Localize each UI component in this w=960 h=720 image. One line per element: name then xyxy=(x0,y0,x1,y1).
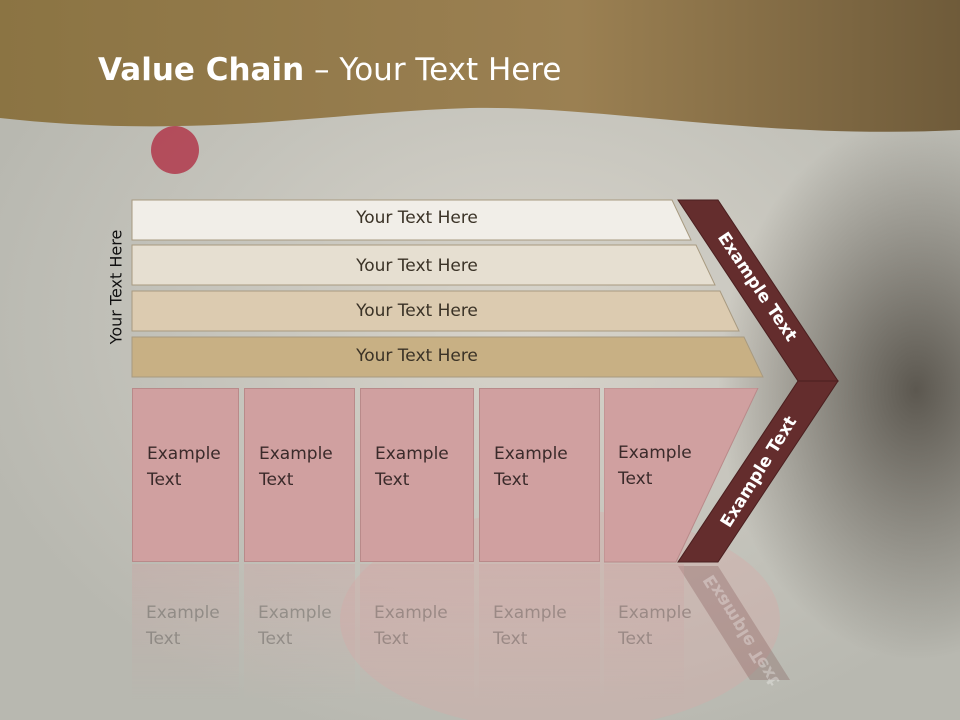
row-label-1: Your Text Here xyxy=(356,208,478,228)
column-label-2: Example Text xyxy=(259,444,333,490)
column-label-5: Example Text xyxy=(618,443,692,489)
row-bar-1 xyxy=(131,199,692,241)
column-reflection-label-3: Example Text xyxy=(374,603,448,649)
title-bold: Value Chain xyxy=(98,52,305,88)
column-box-3: Example Text xyxy=(360,388,474,562)
title-rest: – Your Text Here xyxy=(304,52,562,88)
column-reflection-2: Example Text xyxy=(244,564,355,704)
row-bar-2 xyxy=(131,244,716,286)
column-reflection-label-2: Example Text xyxy=(258,603,332,649)
page-title: Value Chain – Your Text Here xyxy=(98,52,561,88)
row-bar-4 xyxy=(131,336,764,378)
column-label-3: Example Text xyxy=(375,444,449,490)
column-box-4: Example Text xyxy=(479,388,600,562)
column-reflection-label-4: Example Text xyxy=(493,603,567,649)
arrow-lower-reflection xyxy=(678,566,790,680)
column-reflection-3: Example Text xyxy=(360,564,474,704)
column-box-1: Example Text xyxy=(132,388,239,562)
row-label-3: Your Text Here xyxy=(356,301,478,321)
row-label-4: Your Text Here xyxy=(356,346,478,366)
side-label: Your Text Here xyxy=(106,229,126,345)
column-reflection-label-5: Example Text xyxy=(618,603,692,649)
column-box-2: Example Text xyxy=(244,388,355,562)
row-bar-3 xyxy=(131,290,740,332)
column-reflection-5: Example Text xyxy=(604,564,692,704)
arrow-lower xyxy=(677,380,839,563)
column-reflection-4: Example Text xyxy=(479,564,600,704)
column-label-1: Example Text xyxy=(147,444,221,490)
column-box-5-shape xyxy=(604,388,759,563)
row-label-2: Your Text Here xyxy=(356,256,478,276)
column-reflection-label-1: Example Text xyxy=(146,603,220,649)
column-reflection-1: Example Text xyxy=(132,564,239,704)
column-label-4: Example Text xyxy=(494,444,568,490)
